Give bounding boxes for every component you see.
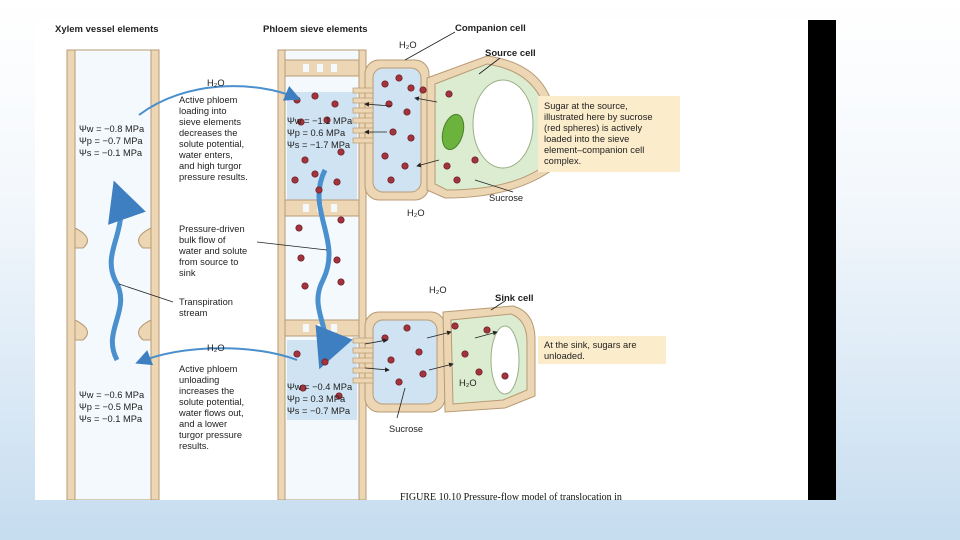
svg-text:Active phloem: Active phloem (179, 95, 238, 105)
phloem-top-potentials: Ψw = −1.1 MPa Ψp = 0.6 MPa Ψs = −1.7 MPa (287, 116, 353, 150)
xylem-vessel (66, 49, 160, 500)
svg-text:water flows out,: water flows out, (178, 408, 244, 418)
figure-image: Xylem vessel elements Phloem sieve eleme… (35, 20, 836, 500)
svg-text:Sugar at the source,: Sugar at the source, (544, 101, 628, 111)
h2o-label-sink-top: H₂O (429, 285, 447, 295)
svg-text:Transpiration: Transpiration (179, 297, 233, 307)
svg-text:water enters,: water enters, (178, 150, 233, 160)
sink-cells (352, 305, 536, 413)
sink-cell-header: Sink cell (495, 293, 534, 304)
phloem-bottom-potentials: Ψw = −0.4 MPa Ψp = 0.3 MPa Ψs = −0.7 MPa (287, 382, 353, 416)
svg-text:Ψp = −0.5 MPa: Ψp = −0.5 MPa (79, 402, 143, 412)
svg-text:unloaded.: unloaded. (544, 351, 585, 361)
phloem-header: Phloem sieve elements (263, 24, 368, 35)
bulk-flow-arrow (315, 168, 353, 370)
h2o-arrow-unloading (135, 347, 298, 366)
sink-note: At the sink, sugars are unloaded. (544, 340, 637, 361)
pressure-flow-diagram: Xylem vessel elements Phloem sieve eleme… (55, 23, 680, 500)
sucrose-label-sink: Sucrose (389, 424, 423, 434)
h2o-label-source: H₂O (407, 208, 425, 218)
transpiration-arrow (108, 180, 146, 362)
sink-note-box (538, 336, 666, 364)
h2o-label-loading: H₂O (207, 78, 225, 88)
svg-text:Ψp = 0.3 MPa: Ψp = 0.3 MPa (287, 394, 346, 404)
companion-cell-header: Companion cell (455, 23, 526, 34)
svg-text:element–companion cell: element–companion cell (544, 145, 644, 155)
svg-text:solute potential,: solute potential, (179, 397, 244, 407)
xylem-bottom-potentials: Ψw = −0.6 MPa Ψp = −0.5 MPa Ψs = −0.1 MP… (79, 390, 145, 424)
svg-text:from source to: from source to (179, 257, 238, 267)
xylem-header: Xylem vessel elements (55, 24, 159, 35)
svg-text:loaded into the sieve: loaded into the sieve (544, 134, 629, 144)
h2o-label-companion: H₂O (399, 40, 417, 50)
svg-text:loading into: loading into (179, 106, 227, 116)
svg-text:stream: stream (179, 308, 208, 318)
loading-explanation: Active phloem loading into sieve element… (178, 95, 248, 182)
svg-text:Ψs = −1.7 MPa: Ψs = −1.7 MPa (287, 140, 351, 150)
svg-text:turgor pressure: turgor pressure (179, 430, 242, 440)
h2o-label-sink-cell: H₂O (459, 378, 477, 388)
h2o-arrow-loading (138, 85, 301, 116)
svg-text:illustrated here by sucrose: illustrated here by sucrose (544, 112, 653, 122)
svg-text:Active phloem: Active phloem (179, 364, 238, 374)
xylem-top-potentials: Ψw = −0.8 MPa Ψp = −0.7 MPa Ψs = −0.1 MP… (79, 124, 145, 158)
svg-text:bulk flow of: bulk flow of (179, 235, 226, 245)
sucrose-label-source: Sucrose (489, 193, 523, 203)
pressure-flow-explanation: Pressure-driven bulk flow of water and s… (178, 224, 247, 278)
source-cells (352, 55, 556, 201)
svg-text:At the sink, sugars are: At the sink, sugars are (544, 340, 637, 350)
h2o-label-unloading: H₂O (207, 343, 225, 353)
svg-text:and a lower: and a lower (179, 419, 227, 429)
svg-text:sink: sink (179, 268, 196, 278)
svg-text:water and solute: water and solute (178, 246, 247, 256)
svg-text:results.: results. (179, 441, 209, 451)
transpiration-label: Transpiration stream (179, 297, 233, 318)
svg-text:solute potential,: solute potential, (179, 139, 244, 149)
svg-text:Pressure-driven: Pressure-driven (179, 224, 245, 234)
svg-text:complex.: complex. (544, 156, 581, 166)
svg-text:Ψs = −0.1 MPa: Ψs = −0.1 MPa (79, 148, 143, 158)
svg-text:Ψs = −0.7 MPa: Ψs = −0.7 MPa (287, 406, 351, 416)
image-border-bar (808, 20, 836, 500)
svg-text:Ψw = −1.1 MPa: Ψw = −1.1 MPa (287, 116, 353, 126)
svg-text:Ψp = 0.6 MPa: Ψp = 0.6 MPa (287, 128, 346, 138)
svg-text:decreases the: decreases the (179, 128, 237, 138)
svg-text:sieve elements: sieve elements (179, 117, 241, 127)
source-note-box (538, 96, 680, 172)
svg-text:Ψp = −0.7 MPa: Ψp = −0.7 MPa (79, 136, 143, 146)
svg-text:Ψs = −0.1 MPa: Ψs = −0.1 MPa (79, 414, 143, 424)
svg-text:Ψw = −0.6 MPa: Ψw = −0.6 MPa (79, 390, 145, 400)
svg-text:(red spheres) is actively: (red spheres) is actively (544, 123, 643, 133)
svg-text:increases the: increases the (179, 386, 234, 396)
svg-text:pressure results.: pressure results. (179, 172, 248, 182)
figure-caption: FIGURE 10.10 Pressure-flow model of tran… (400, 492, 622, 500)
unloading-explanation: Active phloem unloading increases the so… (178, 364, 244, 451)
phloem-sieve-tube (277, 49, 367, 500)
source-cell-header: Source cell (485, 48, 536, 59)
svg-text:and high turgor: and high turgor (179, 161, 242, 171)
svg-text:unloading: unloading (179, 375, 219, 385)
svg-text:Ψw = −0.8 MPa: Ψw = −0.8 MPa (79, 124, 145, 134)
source-note: Sugar at the source, illustrated here by… (544, 101, 653, 166)
svg-text:Ψw = −0.4 MPa: Ψw = −0.4 MPa (287, 382, 353, 392)
